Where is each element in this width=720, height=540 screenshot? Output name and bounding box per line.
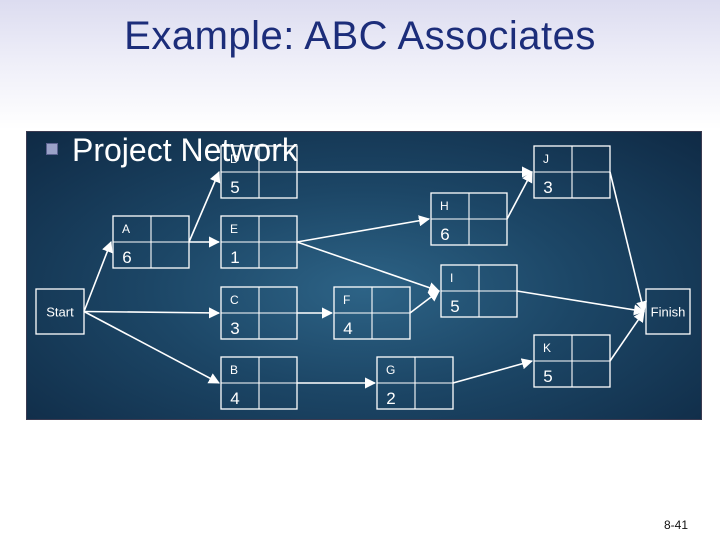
node-activity-label: A (122, 222, 130, 236)
bullet-text: Project Network (72, 132, 298, 168)
node-duration: 4 (343, 319, 352, 338)
edge-h-j (506, 171, 533, 220)
edge-i-finish (516, 290, 646, 316)
node-d: D5 (220, 145, 298, 199)
edge-j-finish (609, 171, 648, 313)
node-label: Finish (651, 305, 686, 320)
node-i: I5 (440, 264, 518, 318)
edge-start-b (83, 310, 220, 384)
node-duration: 6 (122, 248, 131, 267)
node-duration: 1 (230, 248, 239, 267)
node-box (645, 288, 691, 335)
node-activity-label: F (343, 293, 350, 307)
bullet-square-icon (46, 142, 58, 155)
node-activity-label: K (543, 341, 551, 355)
node-activity-label: E (230, 222, 238, 236)
node-activity-label: C (230, 293, 239, 307)
node-activity-label: I (450, 271, 453, 285)
node-duration: 3 (543, 178, 552, 197)
node-activity-label: G (386, 363, 395, 377)
node-duration: 6 (440, 225, 449, 244)
edge-e-i (296, 241, 441, 294)
node-e: E1 (220, 215, 298, 269)
edge-a-d (188, 170, 221, 243)
node-h: H6 (430, 192, 508, 246)
node-g: G2 (376, 356, 454, 410)
edge-e-h (296, 215, 431, 243)
node-j: J3 (533, 145, 611, 199)
node-duration: 5 (543, 367, 552, 386)
slide-title: Example: ABC Associates (124, 14, 596, 58)
edge-g-k (452, 358, 534, 384)
node-k: K5 (533, 334, 611, 388)
node-duration: 2 (386, 389, 395, 408)
node-b: B4 (220, 356, 298, 410)
slide-number: 8-41 (664, 518, 689, 532)
node-c: C3 (220, 286, 298, 340)
edge-f-i (409, 290, 440, 314)
node-activity-label: B (230, 363, 238, 377)
node-duration: 5 (450, 297, 459, 316)
edge-start-c (83, 307, 221, 319)
node-a: A6 (112, 215, 190, 269)
node-f: F4 (333, 286, 411, 340)
node-activity-label: H (440, 199, 449, 213)
edge-start-a (83, 240, 113, 312)
node-box (35, 288, 85, 335)
node-finish: Finish (645, 288, 691, 335)
node-duration: 5 (230, 178, 239, 197)
bullet-item: Project Network (46, 132, 298, 169)
node-duration: 3 (230, 319, 239, 338)
edge-k-finish (609, 310, 645, 362)
network-panel (26, 131, 702, 420)
node-start: Start (35, 288, 85, 335)
node-label: Start (46, 305, 74, 320)
node-duration: 4 (230, 389, 239, 408)
node-activity-label: D (230, 152, 239, 166)
node-activity-label: J (543, 152, 549, 166)
